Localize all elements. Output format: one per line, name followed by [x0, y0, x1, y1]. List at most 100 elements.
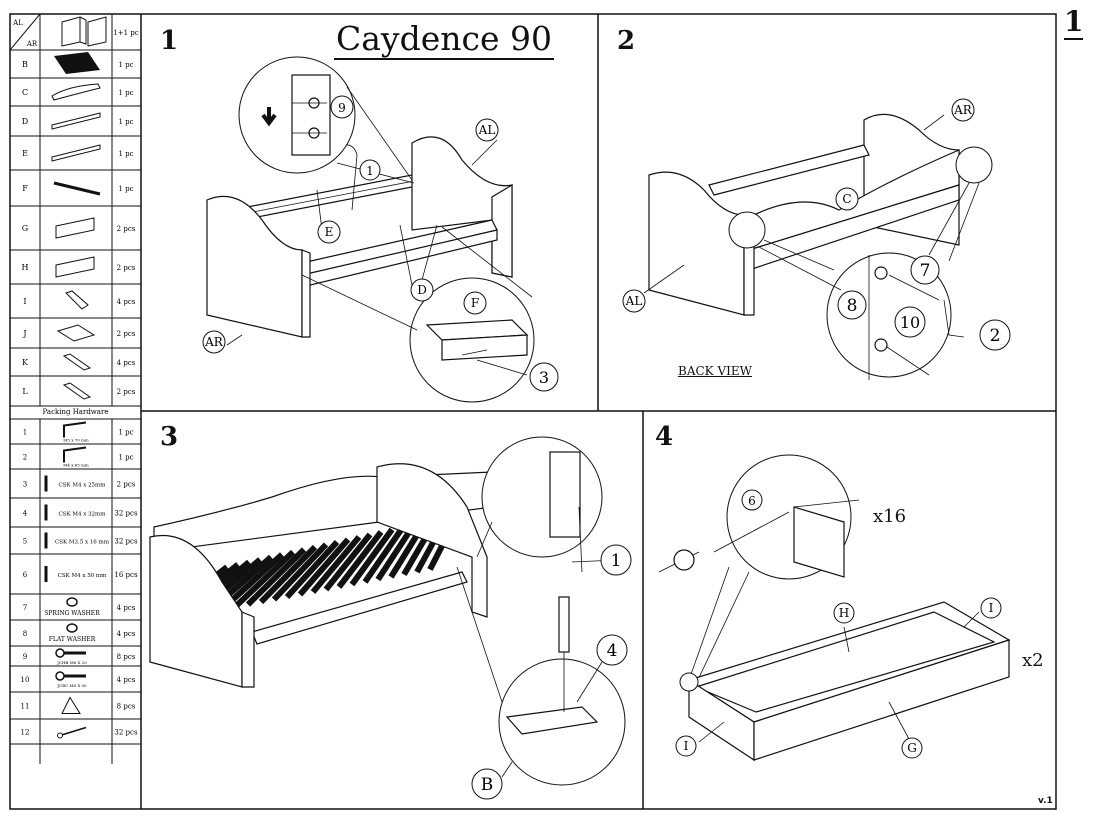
callout-al: AL	[475, 118, 499, 142]
hardware-id-8: 8	[23, 630, 27, 638]
callout-f: F	[463, 291, 487, 315]
callout-g: G	[901, 737, 923, 759]
part-d-icon	[51, 112, 101, 130]
part-l-icon	[62, 382, 92, 400]
part-id-ar: AR	[26, 40, 38, 48]
part-qty: 4 pcs	[117, 359, 136, 367]
part-qty: 1 pc	[118, 185, 133, 193]
part-id-h: H	[22, 263, 29, 272]
svg-text:9: 9	[338, 101, 346, 115]
x2-label: x2	[1022, 650, 1044, 671]
hardware-9-icon	[55, 648, 86, 658]
svg-text:H: H	[839, 606, 849, 620]
svg-text:10: 10	[900, 313, 920, 332]
step-1-number: 1	[160, 26, 179, 56]
part-qty: 2 pcs	[117, 225, 136, 233]
detail-circle	[826, 252, 952, 378]
svg-text:B: B	[481, 775, 494, 795]
callout-b: B	[471, 768, 503, 800]
callout-d: D	[410, 278, 434, 302]
hardware-11-icon	[61, 696, 81, 714]
hardware-name: CSK M4 x 25mm	[59, 483, 107, 489]
callout-1: 1	[359, 159, 381, 181]
hardware-1-icon	[63, 421, 87, 438]
slat	[336, 530, 384, 589]
svg-text:AL: AL	[625, 294, 643, 308]
part-k-icon	[62, 353, 92, 371]
x16-label: x16	[873, 506, 907, 527]
callout-ar: AR	[202, 330, 226, 354]
slat	[258, 544, 318, 605]
svg-text:3: 3	[539, 368, 549, 387]
hardware-name: JCBC M6 X 50	[56, 683, 87, 688]
callout-i-left: I	[675, 735, 697, 757]
step-3-number: 3	[160, 422, 179, 452]
hardware-name: FLAT WASHER	[49, 636, 96, 643]
hardware-qty: 16 pcs	[114, 571, 138, 579]
part-qty: 2 pcs	[117, 264, 136, 272]
svg-text:F: F	[471, 296, 479, 310]
hardware-10-icon	[55, 671, 86, 681]
part-id-f: F	[22, 184, 28, 193]
hardware-name: CSK M4 x 32mm	[59, 512, 107, 518]
step-2-number: 2	[617, 26, 636, 56]
drawer-front-g	[753, 639, 1010, 761]
hardware-name: SPRING WASHER	[44, 610, 100, 617]
slat	[362, 525, 406, 584]
svg-text:4: 4	[607, 641, 618, 661]
callout-h: H	[833, 602, 855, 624]
callout-3: 3	[529, 362, 559, 392]
hardware-id-5: 5	[23, 538, 27, 546]
slat	[271, 542, 329, 602]
hardware-id-11: 11	[21, 703, 30, 711]
hardware-qty: 4 pcs	[117, 604, 136, 612]
svg-text:8: 8	[847, 296, 858, 316]
callout-10: 10	[894, 306, 926, 338]
svg-text:G: G	[907, 741, 917, 755]
hardware-12-icon	[57, 726, 87, 739]
svg-text:AL: AL	[478, 123, 496, 137]
hardware-name: M4 x 65 mm	[63, 463, 89, 468]
slat	[297, 537, 351, 597]
svg-text:AR: AR	[204, 335, 224, 349]
part-qty: 1 pc	[118, 118, 133, 126]
svg-text:I: I	[684, 739, 689, 753]
part-id-g: G	[22, 224, 28, 233]
part-qty: 1 pc	[118, 89, 133, 97]
hardware-qty: 1 pc	[118, 454, 133, 462]
slat	[349, 527, 395, 587]
hardware-qty: 2 pcs	[117, 481, 136, 489]
hardware-id-7: 7	[23, 604, 27, 612]
hardware-name: CSK M4 x 50 mm	[58, 573, 108, 579]
slat	[232, 549, 296, 610]
hardware-7-icon	[66, 597, 78, 607]
part-id-c: C	[22, 88, 28, 97]
slat	[284, 539, 340, 600]
page-number: 1	[1064, 5, 1084, 40]
slat	[323, 532, 373, 592]
callout-6: 6	[741, 489, 763, 511]
hardware-id-1: 1	[23, 429, 27, 437]
part-c-icon	[51, 83, 101, 101]
hardware-qty: 8 pcs	[117, 653, 136, 661]
part-j-icon	[56, 324, 96, 342]
packing-hardware-heading: Packing Hardware	[43, 408, 109, 416]
part-id-d: D	[22, 117, 28, 126]
part-id-j: J	[22, 329, 26, 338]
hardware-8-icon	[66, 623, 78, 633]
part-g-icon	[55, 217, 95, 239]
svg-text:AR: AR	[953, 103, 973, 117]
callout-e: E	[317, 220, 341, 244]
hardware-id-10: 10	[21, 676, 30, 684]
part-qty: 4 pcs	[117, 298, 136, 306]
svg-text:E: E	[325, 225, 334, 239]
part-qty: 1 pc	[118, 61, 133, 69]
hardware-qty: 1 pc	[118, 429, 133, 437]
part-al-ar-icon	[61, 16, 107, 47]
part-id-k: K	[22, 358, 29, 367]
hardware-name: M5 x 70 mm	[63, 438, 89, 443]
svg-text:C: C	[842, 192, 851, 206]
slat	[310, 535, 362, 594]
svg-text:I: I	[989, 601, 994, 615]
